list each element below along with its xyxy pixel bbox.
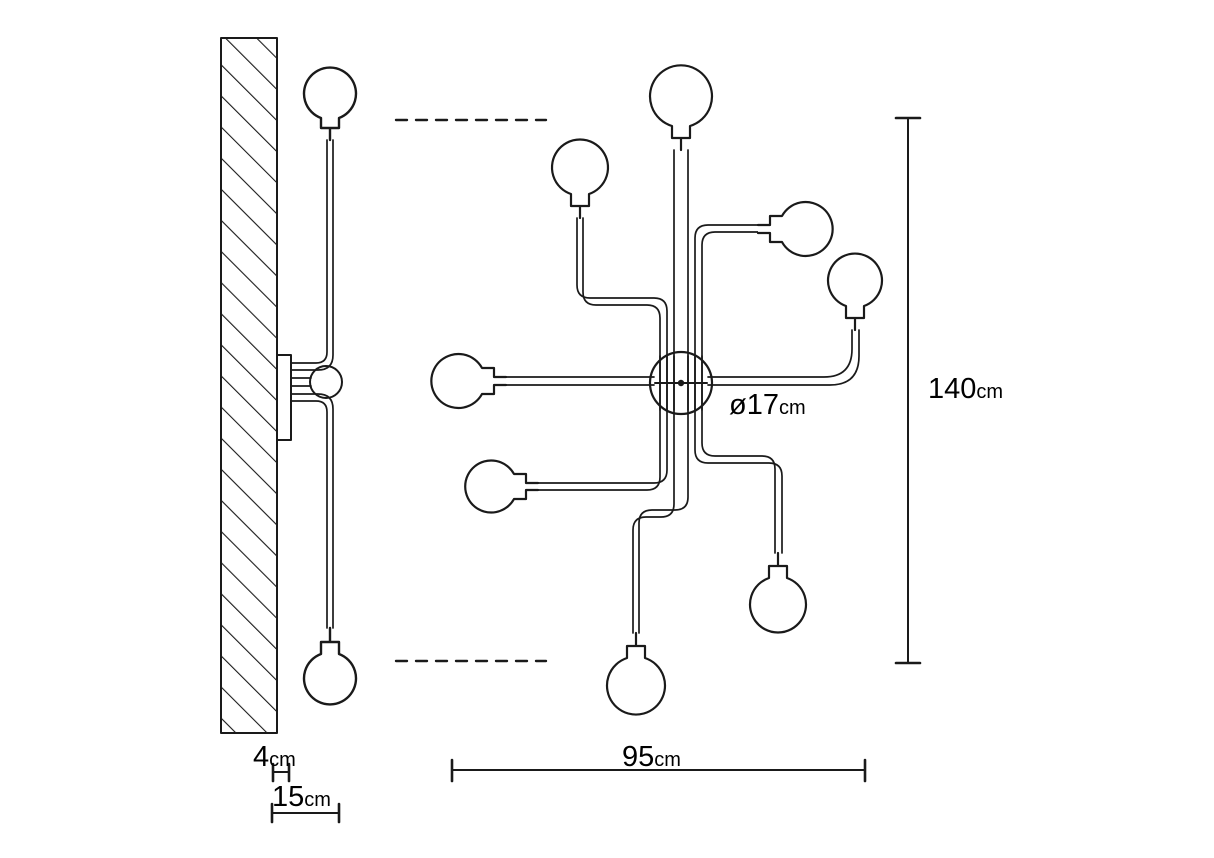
arm-lower-right (694, 355, 783, 554)
rod-right-upper (707, 329, 853, 378)
rod-right-lower (707, 329, 860, 386)
arm-upper-right (694, 224, 759, 411)
wall-section (220, 37, 278, 734)
bulb-upper-left (550, 138, 610, 220)
bulb-top (648, 64, 714, 152)
side-view-rods (290, 139, 334, 629)
dimension-projection-depth (270, 802, 341, 824)
rod-lower-left-inner (537, 355, 661, 491)
rod-upper-right-inner (694, 224, 759, 411)
rod-side-lower-outer (290, 400, 328, 629)
arm-lower-left (537, 355, 668, 491)
bulb-left (430, 352, 508, 410)
arm-bottom (632, 355, 689, 634)
bulb-left-glass (430, 352, 508, 410)
bulb-upper-right (756, 200, 834, 258)
wall-hatched-rect (220, 37, 278, 734)
rod-side-upper-outer (290, 139, 328, 364)
rod-lower-left-outer (537, 355, 668, 484)
bulb-upper-right-glass (756, 200, 834, 258)
arm-right (707, 329, 860, 386)
bulb-right-glass (826, 252, 884, 332)
bulb-side-top-glass (302, 66, 358, 142)
mounting-plate (276, 354, 292, 441)
dimension-hub-label: ø17cm (729, 389, 806, 421)
rod-side-upper-inner (290, 139, 334, 371)
bulb-side-bottom-glass (302, 626, 358, 706)
bulb-lower-right (748, 551, 808, 634)
bulb-bottom (605, 631, 667, 716)
hub-outline (648, 350, 714, 416)
dimension-width (450, 758, 867, 783)
bulb-top-glass (648, 64, 714, 152)
dimension-plate-depth-label: 4cm (253, 741, 296, 773)
rod-lower-right-inner (694, 355, 783, 554)
bulb-lower-left (464, 459, 540, 514)
bulb-right (826, 252, 884, 332)
dimension-width-label: 95cm (622, 741, 681, 773)
rod-upper-right-outer (701, 231, 759, 411)
bulb-side-bottom (302, 626, 358, 706)
rod-bottom-inner (632, 355, 675, 634)
rod-bottom-outer (638, 355, 689, 634)
bulb-side-top (302, 66, 358, 142)
rod-upper-left-outer (582, 217, 661, 411)
bulb-lower-right-glass (748, 551, 808, 634)
dimension-height (894, 116, 922, 665)
arm-left (505, 376, 655, 386)
rod-upper-left-inner (576, 217, 668, 411)
rod-side-lower-inner (290, 393, 334, 629)
bulb-bottom-glass (605, 631, 667, 716)
hub-circle-side (309, 365, 343, 399)
bulb-upper-left-glass (550, 138, 610, 220)
bulb-lower-left-glass (464, 459, 540, 514)
dimension-plate-depth (271, 762, 291, 783)
arm-top (673, 149, 689, 411)
dimension-height-label: 140cm (928, 373, 1003, 405)
dimension-projection-depth-label: 15cm (272, 781, 331, 813)
arm-upper-left (576, 217, 668, 411)
